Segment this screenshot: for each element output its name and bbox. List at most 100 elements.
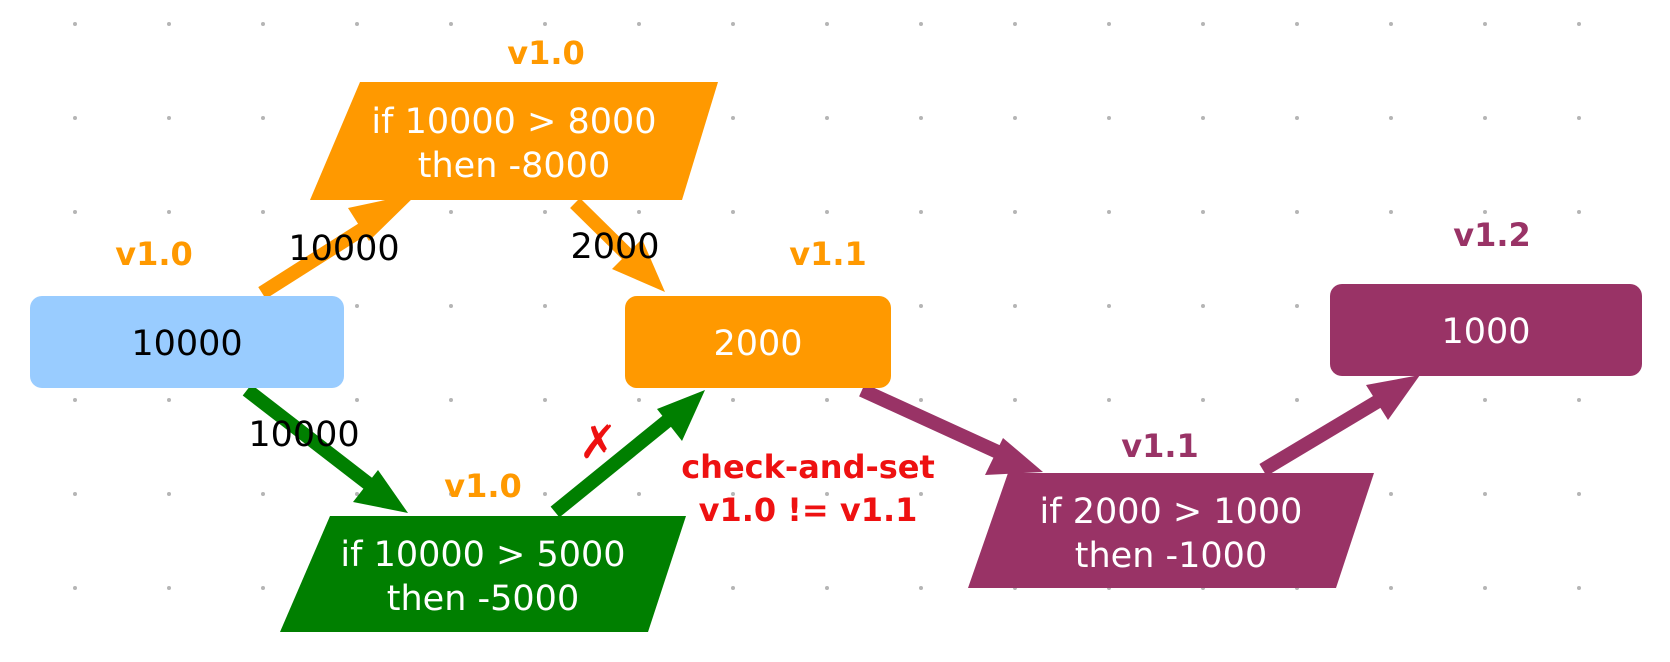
grid-dot <box>167 116 171 120</box>
grid-dot <box>919 116 923 120</box>
grid-dot <box>1295 210 1299 214</box>
grid-dot <box>1201 116 1205 120</box>
grid-dot <box>731 210 735 214</box>
version-mismatch-label: v1.0 != v1.1 <box>699 491 918 529</box>
grid-dot <box>449 304 453 308</box>
grid-dot <box>73 492 77 496</box>
grid-dot <box>543 304 547 308</box>
check-and-set-label: check-and-set <box>681 448 935 486</box>
grid-dot <box>449 398 453 402</box>
edge-label-read-green: 10000 <box>248 415 359 455</box>
grid-dot <box>1577 210 1581 214</box>
grid-dot <box>1013 398 1017 402</box>
grid-dot <box>825 398 829 402</box>
grid-dot <box>825 210 829 214</box>
op-minus-1000-version: v1.1 <box>1121 427 1199 465</box>
grid-dot <box>1295 22 1299 26</box>
grid-dot <box>919 22 923 26</box>
grid-dot <box>919 398 923 402</box>
grid-dot <box>637 492 641 496</box>
grid-dot <box>355 398 359 402</box>
grid-dot <box>1389 116 1393 120</box>
grid-dot <box>449 210 453 214</box>
grid-dot <box>1107 210 1111 214</box>
grid-dot <box>637 210 641 214</box>
op-minus-5000-box <box>280 516 686 632</box>
grid-dot <box>261 116 265 120</box>
grid-dot <box>1483 22 1487 26</box>
grid-dot <box>1013 22 1017 26</box>
grid-dot <box>261 492 265 496</box>
grid-dot <box>543 398 547 402</box>
grid-dot <box>355 492 359 496</box>
grid-dot <box>1107 304 1111 308</box>
grid-dot <box>1295 116 1299 120</box>
grid-dot <box>1107 116 1111 120</box>
conflict-cross-icon: ✗ <box>579 415 618 469</box>
value-2000-version: v1.1 <box>789 235 867 273</box>
grid-dot <box>919 304 923 308</box>
grid-dot <box>1389 210 1393 214</box>
grid-dot <box>1201 304 1205 308</box>
grid-dot <box>919 210 923 214</box>
value-1000-version: v1.2 <box>1453 216 1531 254</box>
grid-dot <box>1201 22 1205 26</box>
grid-dot <box>167 398 171 402</box>
op-minus-5000-line2: then -5000 <box>387 579 579 619</box>
edge-label-read-orange: 10000 <box>288 229 399 269</box>
grid-dot <box>919 492 923 496</box>
grid-dot <box>1201 210 1205 214</box>
grid-dot <box>73 586 77 590</box>
edge-read-orange <box>258 193 418 299</box>
grid-dot <box>1013 304 1017 308</box>
grid-dot <box>73 210 77 214</box>
grid-dot <box>73 116 77 120</box>
grid-dot <box>1295 398 1299 402</box>
grid-dot <box>1577 22 1581 26</box>
grid-dot <box>1483 116 1487 120</box>
grid-dot <box>637 22 641 26</box>
grid-dot <box>1107 22 1111 26</box>
edge-label-write-orange: 2000 <box>570 227 659 267</box>
value-1000-box <box>1330 284 1642 376</box>
grid-dot <box>1013 116 1017 120</box>
grid-dot <box>167 22 171 26</box>
edge-write-orange <box>570 198 665 292</box>
edge-write-green-rejected <box>550 390 705 518</box>
grid-dot <box>261 586 265 590</box>
op-minus-1000-line1: if 2000 > 1000 <box>1040 492 1303 532</box>
edge-read-purple <box>859 383 1043 475</box>
grid-dot <box>731 492 735 496</box>
op-minus-1000-box <box>968 473 1374 588</box>
grid-dot <box>73 22 77 26</box>
value-2000-text: 2000 <box>713 324 802 364</box>
grid-dot <box>731 22 735 26</box>
grid-dot <box>637 398 641 402</box>
grid-dot <box>167 586 171 590</box>
grid-dot <box>73 398 77 402</box>
grid-dot <box>731 398 735 402</box>
op-minus-8000-line1: if 10000 > 8000 <box>371 102 656 142</box>
grid-dot <box>1577 116 1581 120</box>
initial-value-version: v1.0 <box>115 235 193 273</box>
op-minus-5000-version: v1.0 <box>444 467 522 505</box>
initial-value-text: 10000 <box>131 324 242 364</box>
grid-dot <box>825 22 829 26</box>
grid-dot <box>355 22 359 26</box>
grid-dot <box>825 116 829 120</box>
grid-dot <box>167 492 171 496</box>
grid-dot <box>1013 210 1017 214</box>
op-minus-8000-line2: then -8000 <box>418 146 610 186</box>
grid-dot <box>1577 586 1581 590</box>
value-1000-text: 1000 <box>1441 312 1530 352</box>
grid-dot <box>1389 586 1393 590</box>
op-minus-8000-box <box>310 82 718 200</box>
grid-dot <box>543 492 547 496</box>
grid-dot <box>1107 398 1111 402</box>
grid-dot <box>1483 210 1487 214</box>
edge-read-green <box>242 384 408 513</box>
edge-write-purple <box>1259 375 1420 477</box>
grid-dot <box>167 210 171 214</box>
